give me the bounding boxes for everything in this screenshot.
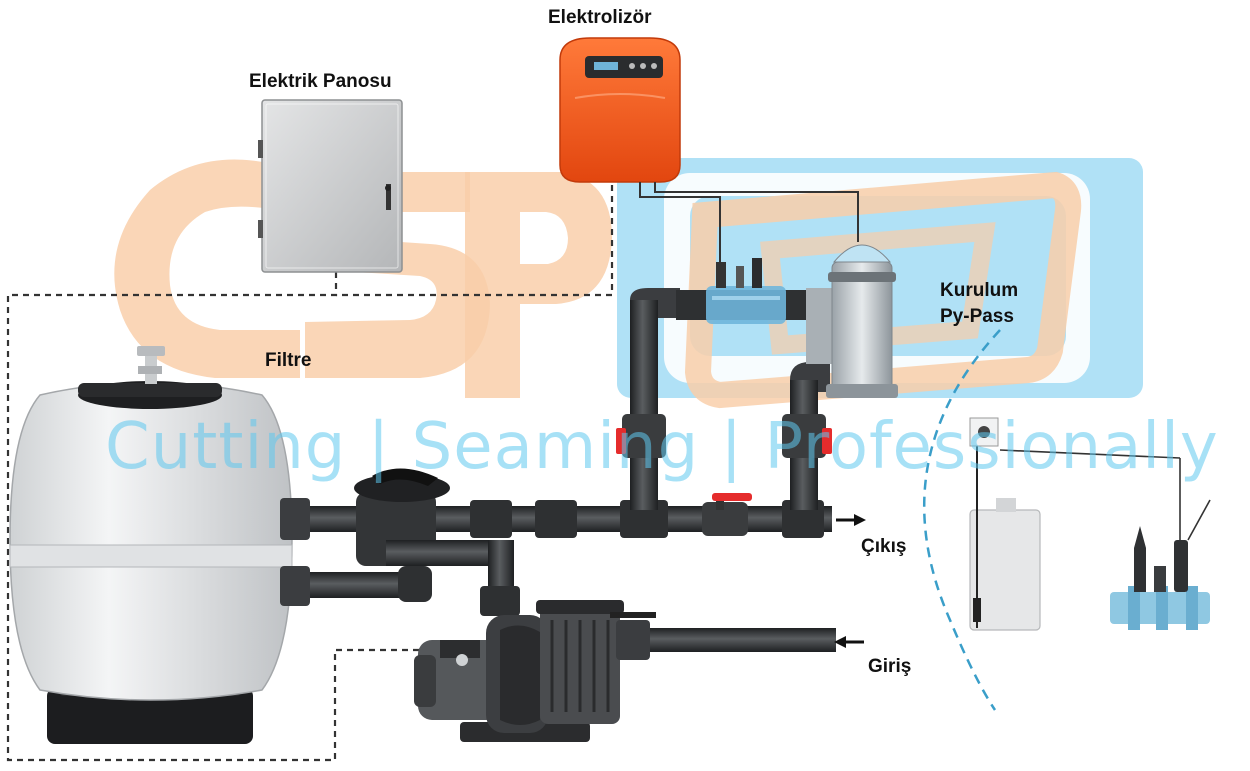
label-installation: Kurulum — [940, 280, 1019, 301]
pool-pump — [414, 600, 656, 742]
bypass-valve-right — [822, 428, 832, 454]
injection-manifold — [1110, 499, 1211, 630]
electrolyzer-cables — [639, 182, 859, 262]
electrolysis-cell — [706, 286, 786, 324]
label-filter: Filtre — [265, 350, 312, 371]
watermark-tagline: Cutting | Seaming | Professionally — [105, 410, 1219, 484]
electric-panel — [258, 99, 403, 273]
bypass-assembly — [616, 244, 898, 510]
electrolyzer-unit — [559, 37, 681, 183]
label-electric-panel: Elektrik Panosu — [249, 71, 392, 92]
watermark-letter-c — [114, 159, 301, 378]
pool-boundary-line — [922, 329, 1001, 711]
inlet-arrow — [834, 636, 864, 648]
outlet-arrow — [836, 514, 866, 526]
watermark-letter-p — [465, 172, 612, 398]
control-probe-box — [969, 417, 1181, 545]
label-inlet: Giriş — [868, 656, 912, 677]
filter-to-pump-pipe — [280, 540, 520, 616]
label-bypass: Py-Pass — [940, 306, 1014, 327]
label-outlet: Çıkış — [861, 536, 907, 557]
label-electrolyzer: Elektrolizör — [548, 7, 652, 28]
electrolyzer-display — [585, 56, 663, 78]
bypass-valve-left — [616, 428, 626, 454]
bypass-filter-housing — [831, 261, 893, 397]
sand-filter — [9, 346, 293, 744]
electrical-wiring — [6, 185, 614, 762]
inlet-pipe — [616, 620, 836, 660]
red-valve-handle — [712, 493, 752, 501]
chemical-dosing-tank — [969, 435, 1041, 631]
